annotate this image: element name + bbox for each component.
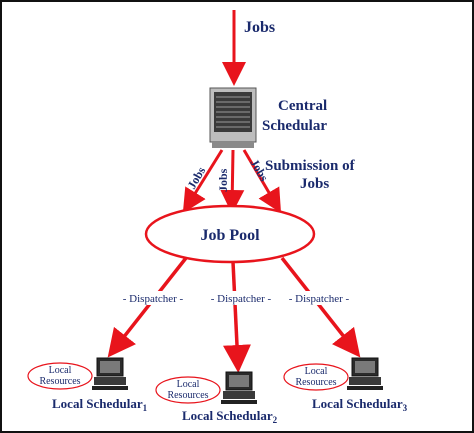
submission-arrow-right	[242, 149, 282, 214]
local-resources-ellipse-2	[155, 376, 221, 404]
dispatcher-label-3: - Dispatcher -	[289, 293, 350, 305]
job-pool-label: Job Pool	[200, 227, 260, 244]
local-scheduler-label-2: Local Schedular2	[182, 408, 278, 425]
local-resources-label-2-line2: Resources	[167, 390, 208, 401]
local-resources-label-3-line2: Resources	[295, 377, 336, 388]
central-scheduler-label-line2: Schedular	[262, 118, 327, 134]
dispatcher-label-2: - Dispatcher -	[211, 293, 272, 305]
local-scheduler-label-3: Local Schedular3	[312, 396, 408, 413]
local-resources-ellipse-1	[27, 362, 93, 390]
central-scheduler-label-line1: Central	[278, 98, 327, 114]
local-resources-label-2-line1: Local	[177, 379, 200, 390]
computer-icon	[347, 357, 383, 390]
local-node-2: Local Resources Local Schedular2	[155, 371, 278, 425]
submission-label-line1: Submission of	[265, 158, 356, 174]
server-icon	[209, 87, 257, 148]
computer-icon	[221, 371, 257, 404]
incoming-jobs-label: Jobs	[244, 19, 275, 36]
local-resources-label-1-line1: Local	[49, 365, 72, 376]
local-node-1: Local Resources Local Schedular1	[27, 357, 148, 413]
job-pool-ellipse	[144, 204, 316, 264]
computer-icon	[92, 357, 128, 390]
local-resources-label-3-line1: Local	[305, 366, 328, 377]
submission-arrow-label-middle: Jobs	[216, 168, 230, 192]
dispatcher-label-1: - Dispatcher -	[123, 293, 184, 305]
local-resources-ellipse-3	[283, 363, 349, 391]
local-scheduler-label-1: Local Schedular1	[52, 396, 148, 413]
submission-label-line2: Jobs	[300, 176, 329, 192]
local-resources-label-1-line2: Resources	[39, 376, 80, 387]
dispatch-arrow-2	[223, 261, 251, 373]
submission-arrow-left	[182, 149, 224, 214]
local-node-3: Local Resources Local Schedular3	[283, 357, 408, 413]
submission-arrow-middle	[220, 149, 245, 214]
